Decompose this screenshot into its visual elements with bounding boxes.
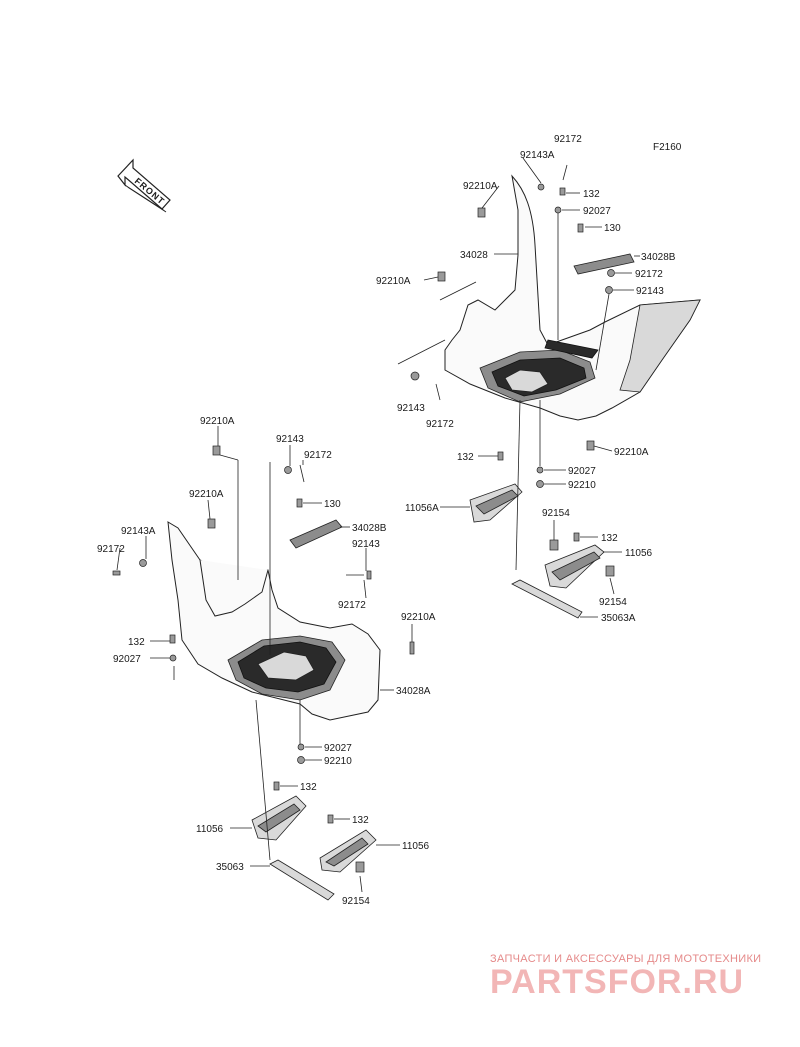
part-label: 92210A <box>463 181 498 192</box>
part-label: 92154 <box>599 597 627 608</box>
clip-icon <box>586 440 595 451</box>
nut-icon <box>605 286 613 294</box>
bolt-icon <box>112 570 121 576</box>
part-label: 92210 <box>568 480 596 491</box>
nut-icon <box>607 269 615 277</box>
part-label: 92143 <box>397 403 425 414</box>
right-floorboard-assembly: 92172 92143A 92210A 132 92027 130 34028 … <box>376 134 701 624</box>
part-label: 34028B <box>352 523 387 534</box>
nut-icon <box>605 565 615 577</box>
part-label: 92172 <box>554 134 582 145</box>
bolt-icon <box>577 223 584 233</box>
washer-icon <box>554 206 562 214</box>
watermark-logo: PARTSFOR.RU <box>490 963 744 1001</box>
part-label: 92210A <box>200 416 235 427</box>
clip-icon <box>437 271 446 282</box>
watermark: ЗАПЧАСТИ И АКСЕССУАРЫ ДЛЯ МОТОТЕХНИКИ PA… <box>490 953 761 1001</box>
part-label: 92210A <box>614 447 649 458</box>
front-arrow-label: FRONT <box>133 176 167 207</box>
bolt-icon <box>497 451 504 461</box>
clip-icon <box>366 570 372 580</box>
part-label: 92027 <box>113 654 141 665</box>
clip-icon <box>409 641 415 655</box>
part-label: 132 <box>457 452 474 463</box>
part-label: 92172 <box>426 419 454 430</box>
nut-icon <box>284 466 292 474</box>
clip-icon <box>477 207 486 218</box>
part-label: 92027 <box>324 743 352 754</box>
part-label: 92143 <box>352 539 380 550</box>
part-label: 92172 <box>97 544 125 555</box>
bolt-icon <box>559 187 566 196</box>
nut-icon <box>549 539 559 551</box>
nut-icon <box>297 756 305 764</box>
part-label: 92210A <box>189 489 224 500</box>
part-label: 11056A <box>405 503 439 514</box>
part-label: 34028 <box>460 250 488 261</box>
washer-icon <box>139 559 147 567</box>
part-label: 132 <box>300 782 317 793</box>
part-label: 92154 <box>342 896 370 907</box>
part-label: 92172 <box>304 450 332 461</box>
part-label: 92027 <box>568 466 596 477</box>
part-label: 132 <box>583 189 600 200</box>
part-label: 35063 <box>216 862 244 873</box>
left-floorboard-assembly: 92210A 92143 92172 92210A 130 92143A 340… <box>97 416 436 907</box>
part-label: 92172 <box>635 269 663 280</box>
washer-icon <box>536 466 544 474</box>
part-label: 34028B <box>641 252 676 263</box>
bolt-icon <box>273 781 280 791</box>
part-label: 11056 <box>625 548 653 559</box>
part-label: 130 <box>604 223 621 234</box>
bolt-icon <box>573 532 580 542</box>
front-arrow-icon: FRONT <box>117 158 171 213</box>
part-label: 92027 <box>583 206 611 217</box>
part-label: 11056 <box>402 841 430 852</box>
part-label: 92210A <box>376 276 411 287</box>
part-label: 92143 <box>636 286 664 297</box>
bolt-icon <box>169 634 176 644</box>
part-label: 92143A <box>520 150 555 161</box>
clip-icon <box>207 518 216 529</box>
part-label: 92210A <box>401 612 436 623</box>
figure-code: F2160 <box>653 142 682 153</box>
part-label: 35063A <box>601 613 636 624</box>
bolt-icon <box>296 498 303 508</box>
part-label: 132 <box>601 533 618 544</box>
nut-icon <box>355 861 365 873</box>
part-label: 34028A <box>396 686 431 697</box>
part-label: 92143A <box>121 526 156 537</box>
clip-icon <box>212 445 221 456</box>
washer-icon <box>169 654 177 662</box>
part-label: 132 <box>128 637 145 648</box>
bolt-icon <box>327 814 334 824</box>
nut-icon <box>410 371 420 381</box>
part-label: 132 <box>352 815 369 826</box>
part-label: 92210 <box>324 756 352 767</box>
nut-icon <box>536 480 544 488</box>
watermark-line: ЗАПЧАСТИ И АКСЕССУАРЫ ДЛЯ МОТОТЕХНИКИ <box>490 953 761 965</box>
washer-icon <box>537 183 545 191</box>
part-label: 92143 <box>276 434 304 445</box>
part-label: 11056 <box>196 824 224 835</box>
part-label: 92172 <box>338 600 366 611</box>
part-label: 130 <box>324 499 341 510</box>
washer-icon <box>297 743 305 751</box>
part-label: 92154 <box>542 508 570 519</box>
